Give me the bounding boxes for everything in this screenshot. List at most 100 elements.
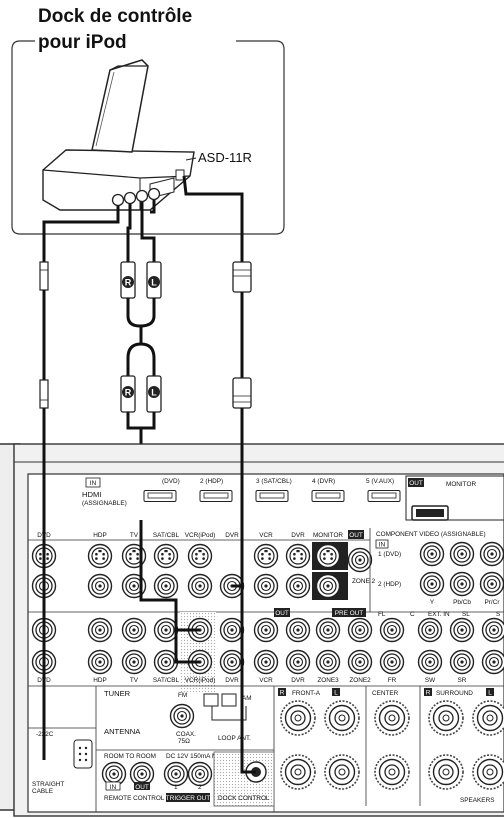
- audio-label-tv: TV: [130, 677, 139, 684]
- video-label-hdp: HDP: [93, 532, 107, 539]
- zone2-video-label: ZONE 2: [352, 578, 376, 585]
- audio-plug-l-bottom: L: [146, 375, 162, 413]
- preout-s: S: [496, 611, 500, 618]
- audio-label-fr: FR: [388, 677, 397, 684]
- audio-label-zone3: ZONE3: [317, 677, 339, 684]
- tuner-antenna: ANTENNA: [104, 727, 141, 736]
- hdmi-monitor-label: MONITOR: [446, 481, 476, 488]
- preout-c: C: [410, 611, 415, 618]
- plug-r-label: R: [125, 388, 132, 398]
- speakers-heading: SPEAKERS: [460, 797, 494, 804]
- component-heading: COMPONENT VIDEO (ASSIGNABLE): [376, 531, 486, 538]
- title-line-2: pour iPod: [38, 32, 127, 53]
- hdmi-in-badge: IN: [90, 480, 97, 487]
- audio-label-dvr: DVR: [225, 677, 239, 684]
- speakers-front: FRONT-A: [292, 690, 321, 697]
- preout-extin: EXT. IN: [428, 611, 450, 618]
- title-line-1: Dock de contrôle: [38, 6, 192, 27]
- preout-sl: SL: [462, 611, 470, 618]
- dock-control-plug-bottom: [232, 377, 252, 409]
- audio-label-vcr-out: VCR: [259, 677, 273, 684]
- tuner-section: TUNER FM COAX. 75Ω AM ANTENNA LOOP ANT.: [104, 689, 252, 745]
- audio-out-badge: OUT: [275, 610, 289, 617]
- straight-1: STRAIGHT: [32, 781, 64, 788]
- video-label-vcr-ipod: VCR(iPod): [185, 532, 216, 539]
- dock-control-label: DOCK CONTROL: [218, 795, 270, 802]
- video-label-satcbl: SAT/CBL: [153, 532, 180, 539]
- tuner-heading: TUNER: [104, 689, 131, 698]
- dock-audio-r-jack: [123, 191, 137, 205]
- audio-label-hdp: HDP: [93, 677, 107, 684]
- video-label-monitor: MONITOR: [313, 532, 343, 539]
- dock-frame: [11, 40, 285, 235]
- hdmi-input-2-port: [199, 490, 233, 502]
- ir-plug-top: [39, 261, 49, 291]
- room-in: IN: [110, 784, 117, 791]
- hdmi-input-1-port: [143, 490, 177, 502]
- hdmi-input-5-port: [367, 490, 401, 502]
- dc-label: DC 12V 150mA MAX.: [166, 753, 228, 760]
- plug-l-label: L: [151, 388, 157, 398]
- hdmi-input-1-label: (DVD): [162, 478, 180, 485]
- hdmi-input-4-label: 4 (DVR): [312, 478, 335, 485]
- dock-control-jack: [175, 169, 185, 181]
- audio-plug-r-top: R: [120, 261, 136, 299]
- hdmi-input-5-label: 5 (V.AUX): [366, 478, 394, 485]
- component-row2: 2 (HDP): [378, 581, 401, 588]
- component-pb: Pb/Cb: [453, 599, 471, 606]
- preout-badge: PRE OUT: [335, 610, 364, 617]
- video-out-badge: OUT: [349, 532, 363, 539]
- hdmi-input-3-port: [255, 490, 289, 502]
- audio-label-sr: SR: [458, 677, 467, 684]
- remote-control: REMOTE CONTROL: [104, 795, 165, 802]
- speakers-center: CENTER: [372, 690, 399, 697]
- dock-control-plug-top: [232, 261, 252, 293]
- tuner-coax-1: COAX.: [176, 731, 196, 738]
- audio-label-vcr-ipod: VCR(iPod): [185, 677, 216, 684]
- speakers-section: R FRONT-A L CENTER R SURROUND L SPEAKERS: [273, 686, 504, 812]
- trig-2: 2: [198, 784, 202, 791]
- component-row1: 1 (DVD): [378, 551, 401, 558]
- preout-fl: FL: [378, 611, 386, 618]
- trig-1: 1: [174, 784, 178, 791]
- tuner-am: AM: [242, 695, 252, 702]
- component-y: Y: [430, 599, 435, 606]
- ir-plug-bottom: [39, 379, 49, 409]
- front-r-badge: R: [280, 690, 285, 697]
- component-video: COMPONENT VIDEO (ASSIGNABLE) IN 1 (DVD) …: [369, 528, 504, 612]
- front-l-badge: L: [334, 690, 338, 697]
- straight-2: CABLE: [32, 788, 53, 795]
- tuner-fm: FM: [178, 692, 187, 699]
- audio-section: OUT PRE OUT FL C EXT. IN SL S DVD HDP TV…: [31, 608, 504, 694]
- tuner-loop: LOOP ANT.: [218, 735, 251, 742]
- model-label: ASD-11R: [198, 150, 252, 165]
- component-in-badge: IN: [379, 542, 386, 549]
- video-label-vcr-out: VCR: [259, 532, 273, 539]
- room-to-room: ROOM TO ROOM: [104, 753, 156, 760]
- audio-label-zone2: ZONE2: [349, 677, 371, 684]
- video-label-dvr: DVR: [225, 532, 239, 539]
- video-label-dvr-out: DVR: [291, 532, 305, 539]
- hdmi-input-3-label: 3 (SAT/CBL): [256, 478, 292, 485]
- ipod-dock: [42, 59, 195, 211]
- audio-label-sw: SW: [425, 677, 436, 684]
- audio-plug-l-top: L: [146, 261, 162, 299]
- surround-r-badge: R: [426, 690, 431, 697]
- video-jacks: ZONE 2: [31, 542, 376, 600]
- dock-ir-jack: [111, 193, 125, 207]
- plug-l-label: L: [151, 278, 157, 288]
- tuner-coax-2: 75Ω: [178, 738, 190, 745]
- cables: [42, 175, 244, 262]
- control-section: ROOM TO ROOM DC 12V 150mA MAX. IN OUT 1 …: [96, 749, 275, 807]
- audio-cable-y: [126, 298, 156, 328]
- hdmi-input-4-port: [311, 490, 345, 502]
- title: Dock de contrôle pour iPod: [38, 6, 192, 53]
- audio-label-dvr-out: DVR: [291, 677, 305, 684]
- hdmi-heading: HDMI: [82, 490, 101, 499]
- plug-r-label: R: [125, 278, 132, 288]
- hdmi-input-2-label: 2 (HDP): [200, 478, 223, 485]
- dock-video-jack: [147, 187, 161, 201]
- audio-plug-r-bottom: R: [120, 375, 136, 413]
- hdmi-out-badge: OUT: [409, 480, 423, 487]
